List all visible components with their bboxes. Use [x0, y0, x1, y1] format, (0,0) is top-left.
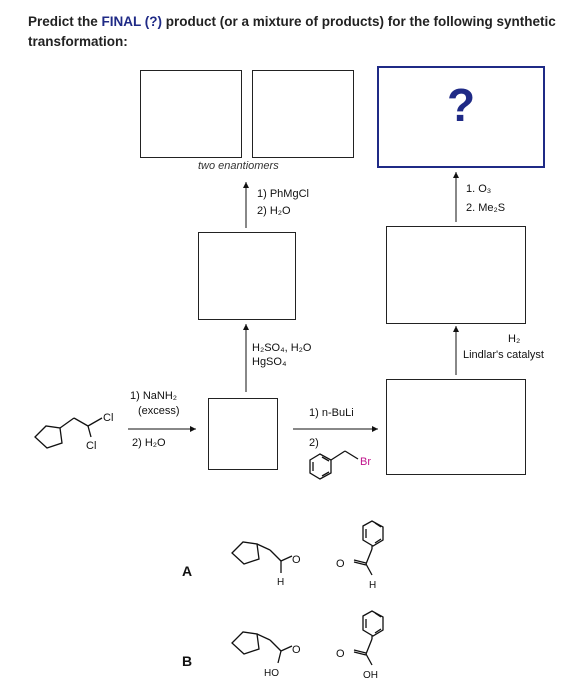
- option-b-acid-o: O: [292, 644, 301, 656]
- reagent-nanh2-1: 1) NaNH₂: [130, 390, 178, 402]
- option-b-structure: [231, 610, 384, 666]
- reagent-ozone-2: 2. Me₂S: [466, 202, 506, 214]
- reagent-lindlar-1: H₂: [508, 333, 521, 345]
- option-a-label[interactable]: A: [182, 563, 193, 579]
- two-enantiomers-label: two enantiomers: [198, 160, 279, 172]
- option-a-aldehyde-o: O: [292, 554, 301, 566]
- ketone-intermediate-box: [198, 232, 296, 320]
- option-a-structure: [231, 520, 384, 576]
- question-text: Predict the FINAL (?) product (or a mixt…: [28, 14, 556, 49]
- alkene-intermediate-box: [386, 226, 526, 324]
- question-highlight: FINAL (?): [101, 14, 163, 29]
- option-b-acid-ho: HO: [264, 668, 279, 679]
- enantiomer-box-2: [252, 70, 354, 158]
- reagent-hydration-2: HgSO₄: [252, 356, 287, 368]
- option-a-aldehyde-h: H: [277, 577, 284, 588]
- option-b-label[interactable]: B: [182, 653, 193, 669]
- starting-material-structure: [34, 417, 103, 449]
- option-b-benzoic-o: O: [336, 648, 345, 660]
- reagent-buli-1: 1) n-BuLi: [309, 407, 354, 419]
- enantiomer-box-1: [140, 70, 242, 158]
- internal-alkyne-box: [386, 379, 526, 475]
- reagent-hydration-1: H₂SO₄, H₂O: [252, 342, 312, 354]
- reagent-phmgcl-2: 2) H₂O: [257, 205, 291, 217]
- reagent-lindlar-2: Lindlar's catalyst: [463, 349, 544, 361]
- reagent-phmgcl-1: 1) PhMgCl: [257, 188, 309, 200]
- chlorine-atom-2: Cl: [86, 440, 96, 452]
- benzyl-bromide-structure: [309, 450, 359, 480]
- reagent-nanh2-2: (excess): [138, 405, 180, 417]
- bromine-atom: Br: [360, 456, 371, 468]
- terminal-alkyne-box: [208, 398, 278, 470]
- chlorine-atom-1: Cl: [103, 412, 113, 424]
- unknown-product-symbol: ?: [446, 79, 476, 131]
- option-a-benzaldehyde-o: O: [336, 558, 345, 570]
- reagent-ozone-1: 1. O₃: [466, 183, 492, 195]
- option-b-benzoic-oh: OH: [363, 670, 378, 681]
- reagent-nanh2-3: 2) H₂O: [132, 437, 166, 449]
- option-a-benzaldehyde-h: H: [369, 580, 376, 591]
- final-product-box[interactable]: ?: [377, 66, 545, 168]
- reagent-buli-2: 2): [309, 437, 319, 449]
